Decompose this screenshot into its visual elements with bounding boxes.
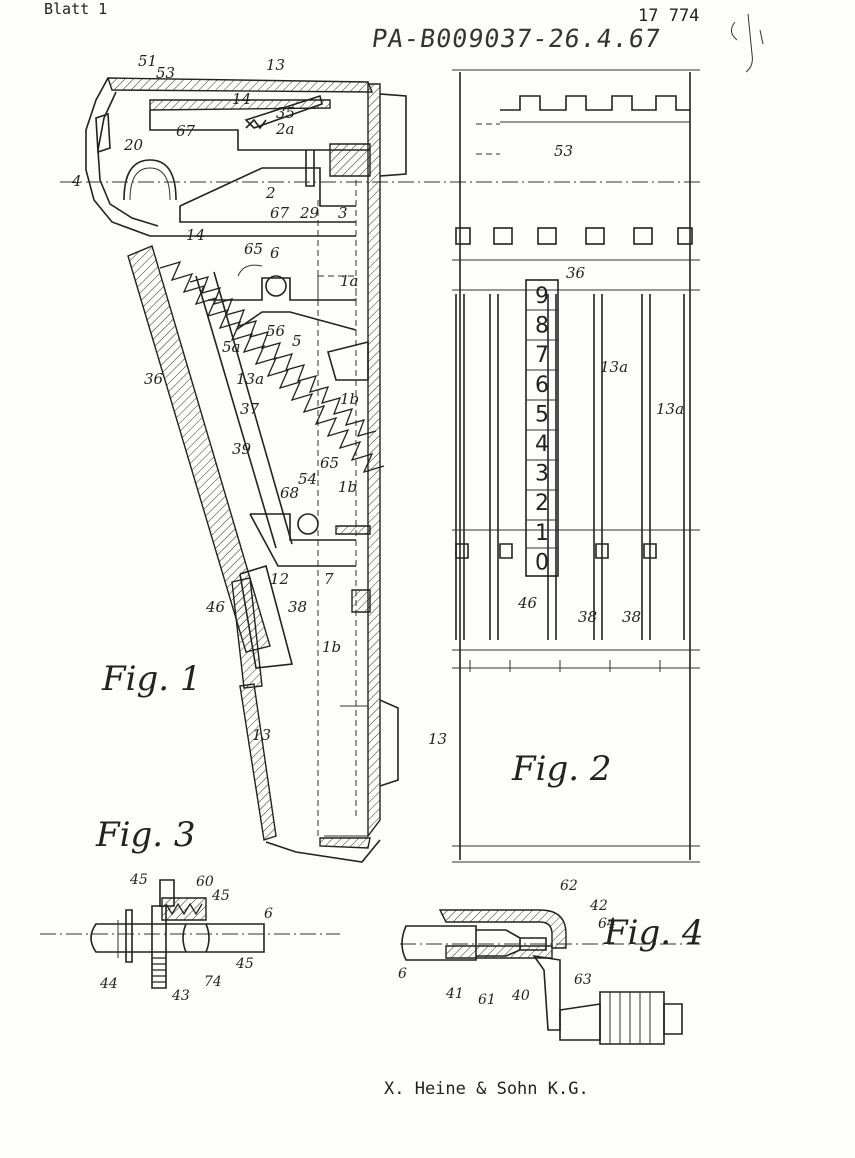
digit-cell: 5 <box>535 402 549 427</box>
ref-numeral: 5a <box>222 338 241 356</box>
ref-numeral: 36 <box>144 370 164 388</box>
ref-numeral: 53 <box>156 64 175 82</box>
ref-numeral: 68 <box>280 484 299 502</box>
digit-cell: 3 <box>535 462 549 487</box>
sheet-label: Blatt 1 <box>44 0 108 18</box>
ref-numeral: 5 <box>292 332 302 350</box>
fig3-reference-numerals: 45 60 45 6 44 43 74 45 <box>99 872 273 1004</box>
ref-numeral: 1b <box>340 390 359 408</box>
fig1-drawing <box>60 77 700 863</box>
fig2-reference-numerals: 53 36 13a 13a 46 38 38 13 <box>428 142 684 748</box>
ref-numeral: 64 <box>598 916 616 932</box>
ref-numeral: 67 <box>176 122 196 140</box>
fig2-drawing <box>452 69 700 863</box>
ref-numeral: 7 <box>324 570 334 588</box>
ref-numeral: 45 <box>235 956 254 972</box>
ref-numeral: 46 <box>517 594 538 612</box>
ref-numeral: 42 <box>589 898 608 914</box>
digit-cell: 2 <box>535 491 549 516</box>
fig4-drawing <box>400 909 700 1045</box>
ref-numeral: 65 <box>244 240 263 258</box>
fig2-digit-column: 9 8 7 6 5 4 3 2 1 0 <box>535 284 549 575</box>
ref-numeral: 38 <box>288 598 307 616</box>
fig4-reference-numerals: 62 42 64 6 41 61 40 63 <box>398 878 616 1008</box>
ref-numeral: 2a <box>275 120 295 138</box>
ref-numeral: 51 <box>138 52 157 70</box>
ref-numeral: 6 <box>264 906 273 922</box>
ref-numeral: 2 <box>265 184 276 202</box>
ref-numeral: 13 <box>428 730 447 748</box>
digit-cell: 4 <box>535 432 549 457</box>
ref-numeral: 53 <box>554 142 573 160</box>
ref-numeral: 6 <box>398 966 407 982</box>
ref-numeral: 3 <box>338 204 348 222</box>
ref-numeral: 20 <box>123 136 144 154</box>
fig3-label: Fig. 3 <box>95 815 195 855</box>
ref-numeral: 14 <box>232 90 251 108</box>
ref-numeral: 63 <box>574 972 592 988</box>
ref-numeral: 37 <box>240 400 260 418</box>
ref-numeral: 44 <box>99 976 118 992</box>
ref-numeral: 60 <box>196 874 214 890</box>
digit-cell: 6 <box>535 373 549 398</box>
ref-numeral: 62 <box>560 878 578 894</box>
ref-numeral: 13 <box>252 726 271 744</box>
fig2-label: Fig. 2 <box>511 749 611 789</box>
digit-cell: 9 <box>535 284 549 309</box>
ref-numeral: 13a <box>236 370 264 388</box>
ref-numeral: 41 <box>445 986 464 1002</box>
ref-numeral: 74 <box>204 974 222 990</box>
ref-numeral: 14 <box>186 226 205 244</box>
ref-numeral: 35 <box>276 104 295 122</box>
digit-cell: 0 <box>535 550 549 575</box>
ref-numeral: 38 <box>622 608 641 626</box>
ref-numeral: 54 <box>298 470 317 488</box>
ref-numeral: 1b <box>338 478 357 496</box>
ref-numeral: 45 <box>129 872 148 888</box>
ref-numeral: 56 <box>266 322 286 340</box>
sheet-number: 17 774 <box>638 6 700 26</box>
ref-numeral: 13 <box>266 56 285 74</box>
ref-numeral: 61 <box>478 992 496 1008</box>
digit-cell: 8 <box>535 314 549 339</box>
ref-numeral: 45 <box>211 888 230 904</box>
fig1-label: Fig. 1 <box>101 659 201 699</box>
corner-mark <box>731 13 764 73</box>
ref-numeral: 46 <box>205 598 226 616</box>
ref-numeral: 65 <box>320 454 339 472</box>
ref-numeral: 12 <box>270 570 289 588</box>
fig3-drawing <box>40 879 340 989</box>
ref-numeral: 1b <box>322 638 341 656</box>
ref-numeral: 43 <box>171 988 190 1004</box>
ref-numeral: 13a <box>656 400 684 418</box>
ref-numeral: 67 <box>270 204 290 222</box>
ref-numeral: 13a <box>600 358 628 376</box>
digit-cell: 7 <box>535 343 549 368</box>
ref-numeral: 38 <box>578 608 597 626</box>
ref-numeral: 39 <box>232 440 252 458</box>
fig1-reference-numerals: 51 53 13 14 35 2a 67 20 4 2 67 29 3 14 6… <box>71 52 359 744</box>
ref-numeral: 29 <box>299 204 320 222</box>
digit-cell: 1 <box>535 521 549 546</box>
ref-numeral: 6 <box>270 244 280 262</box>
ref-numeral: 40 <box>511 988 530 1004</box>
applicant-name: X. Heine & Sohn K.G. <box>384 1079 589 1099</box>
ref-numeral: 1a <box>340 272 359 290</box>
ref-numeral: 4 <box>71 172 82 190</box>
ref-numeral: 36 <box>566 264 586 282</box>
fig4-label: Fig. 4 <box>603 913 703 953</box>
